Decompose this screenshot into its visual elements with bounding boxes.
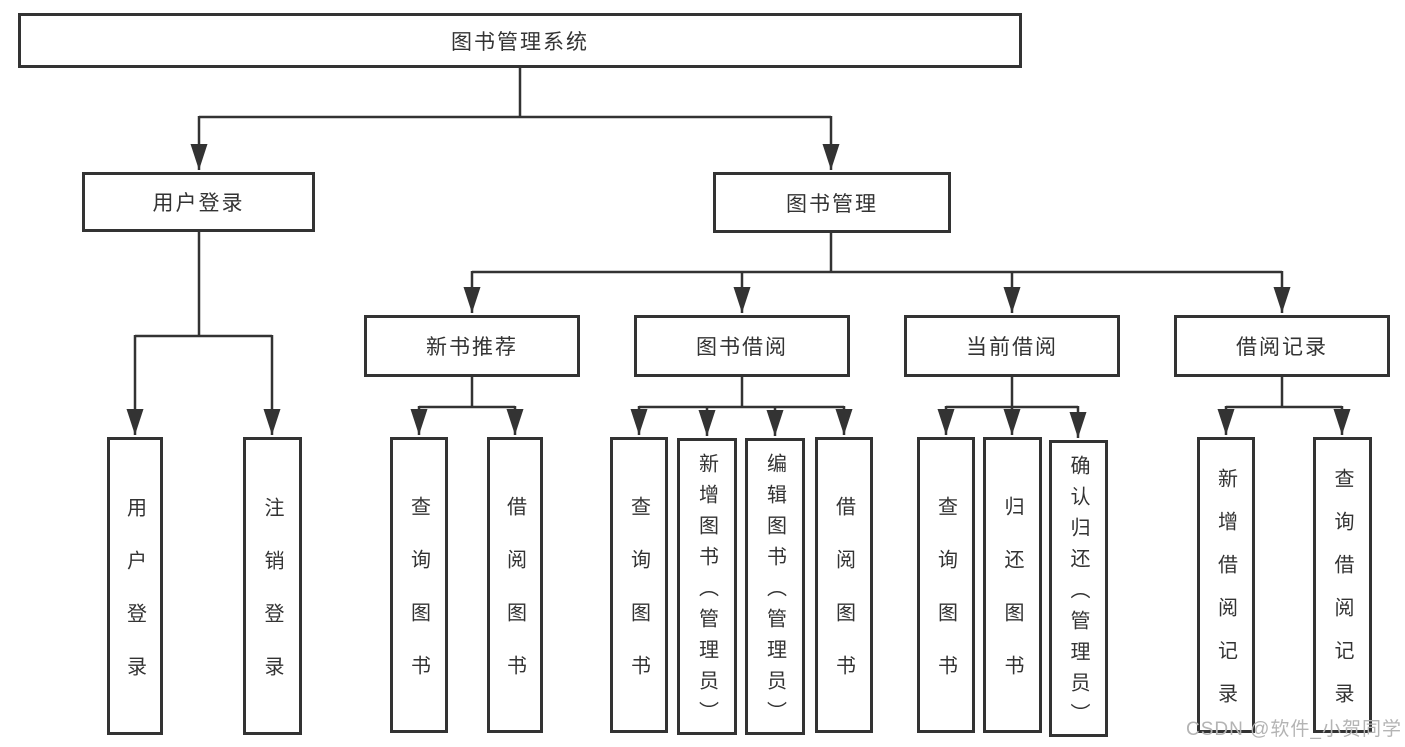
node-new-book-recommend-label: 新书推荐	[426, 336, 518, 359]
csdn-watermark: CSDN @软件_小贺同学	[1186, 719, 1402, 740]
leaf-records-query-record: 查询借阅记录	[1313, 437, 1372, 733]
leaf-newbook-borrow-books-label: 借阅图书	[503, 495, 526, 708]
connector-user-login-children	[126, 232, 281, 435]
connector-borrow-records-children	[1217, 377, 1351, 435]
leaf-newbook-query-books-label: 查询图书	[407, 495, 430, 708]
connector-new-book-children	[410, 377, 524, 435]
leaf-borrow-add-books-admin-label: 新增图书（管理员）	[695, 452, 718, 732]
leaf-borrow-borrow-books-label: 借阅图书	[832, 495, 855, 708]
node-book-borrow: 图书借阅	[634, 315, 850, 377]
node-new-book-recommend: 新书推荐	[364, 315, 580, 377]
connector-book-borrow-children	[630, 377, 853, 436]
leaf-logout: 注销登录	[243, 437, 302, 735]
leaf-borrow-edit-books-admin: 编辑图书（管理员）	[745, 438, 805, 735]
leaf-newbook-borrow-books: 借阅图书	[487, 437, 543, 733]
leaf-current-return-books: 归还图书	[983, 437, 1042, 733]
leaf-records-add-record-label: 新增借阅记录	[1214, 467, 1237, 726]
node-root: 图书管理系统	[18, 13, 1022, 68]
node-root-label: 图书管理系统	[451, 30, 589, 54]
connector-book-management-children	[463, 232, 1291, 313]
connector-current-borrow-children	[937, 377, 1087, 438]
leaf-current-query-books-label: 查询图书	[934, 495, 957, 708]
leaf-user-login-label: 用户登录	[123, 496, 146, 709]
node-book-management: 图书管理	[713, 172, 951, 233]
leaf-borrow-query-books-label: 查询图书	[627, 495, 650, 708]
node-current-borrow: 当前借阅	[904, 315, 1120, 377]
leaf-borrow-edit-books-admin-label: 编辑图书（管理员）	[763, 452, 786, 732]
node-borrow-records: 借阅记录	[1174, 315, 1390, 377]
leaf-current-confirm-return-admin-label: 确认归还（管理员）	[1067, 454, 1089, 734]
node-user-login: 用户登录	[82, 172, 315, 232]
node-user-login-label: 用户登录	[152, 192, 245, 215]
leaf-current-confirm-return-admin: 确认归还（管理员）	[1049, 440, 1108, 737]
leaf-current-return-books-label: 归还图书	[1001, 495, 1023, 708]
leaf-newbook-query-books: 查询图书	[390, 437, 448, 733]
leaf-logout-label: 注销登录	[261, 496, 283, 709]
node-current-borrow-label: 当前借阅	[966, 336, 1058, 359]
leaf-records-query-record-label: 查询借阅记录	[1331, 467, 1353, 726]
node-book-borrow-label: 图书借阅	[696, 336, 788, 359]
connector-root-to-level2	[190, 68, 840, 170]
leaf-borrow-add-books-admin: 新增图书（管理员）	[677, 438, 737, 735]
node-book-management-label: 图书管理	[786, 192, 878, 216]
node-borrow-records-label: 借阅记录	[1236, 336, 1328, 359]
leaf-user-login: 用户登录	[107, 437, 163, 735]
leaf-records-add-record: 新增借阅记录	[1197, 437, 1255, 733]
leaf-borrow-query-books: 查询图书	[610, 437, 668, 733]
leaf-borrow-borrow-books: 借阅图书	[815, 437, 873, 733]
leaf-current-query-books: 查询图书	[917, 437, 975, 733]
